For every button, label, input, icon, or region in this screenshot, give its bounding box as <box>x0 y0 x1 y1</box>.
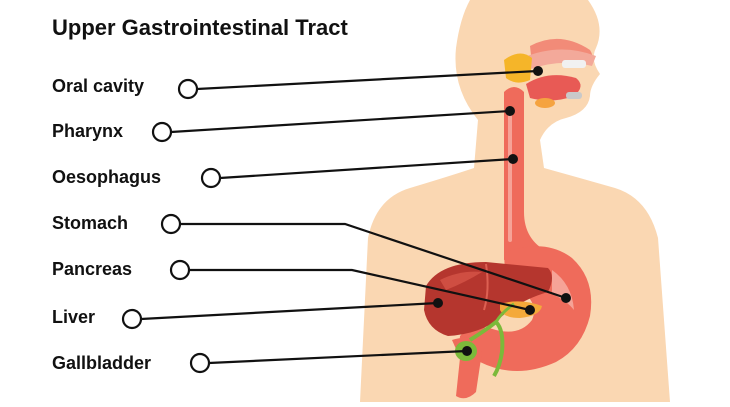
oesophagus-circle <box>200 167 222 189</box>
lower-teeth <box>566 92 582 99</box>
salivary-gland <box>504 53 532 83</box>
label-oesophagus: Oesophagus <box>52 167 162 187</box>
liver-circle <box>121 308 143 330</box>
organ-markers <box>433 66 571 356</box>
label-stomach: Stomach <box>52 213 129 233</box>
oral-cavity-marker <box>533 66 543 76</box>
label-gallbladder: Gallbladder <box>52 353 152 373</box>
diagram-title: Upper Gastrointestinal Tract <box>52 15 348 40</box>
oesophagus-marker <box>508 154 518 164</box>
pancreas-leader <box>189 268 531 312</box>
oral-cavity-circle <box>177 78 199 100</box>
oral-region <box>504 38 596 108</box>
pharynx-leader <box>170 109 511 134</box>
gallbladder-circle <box>189 352 211 374</box>
label-pharynx: Pharynx <box>52 121 124 141</box>
pancreas-marker <box>525 305 535 315</box>
oesophagus-tube <box>504 87 548 260</box>
oral-cavity-leader <box>196 69 539 91</box>
liver-marker <box>433 298 443 308</box>
label-oral-cavity: Oral cavity <box>52 76 145 96</box>
palate <box>522 49 596 70</box>
stomach-leader <box>180 222 567 300</box>
pancreas-circle <box>169 259 191 281</box>
pharynx-circle <box>151 121 173 143</box>
upper-teeth <box>562 60 586 68</box>
label-pancreas: Pancreas <box>52 259 133 279</box>
oesophagus-leader <box>219 157 514 180</box>
stomach-circle <box>160 213 182 235</box>
liver-lobe-line <box>483 263 489 311</box>
leader-lines <box>140 69 567 365</box>
liver-highlight <box>440 271 482 290</box>
label-liver: Liver <box>52 307 96 327</box>
stomach-marker <box>561 293 571 303</box>
gallbladder-marker <box>462 346 472 356</box>
pharynx-marker <box>505 106 515 116</box>
liver-leader <box>140 301 439 321</box>
sublingual-gland <box>535 98 555 108</box>
bile-duct <box>468 319 505 378</box>
label-circles <box>121 78 222 374</box>
oesophagus-highlight <box>508 112 512 242</box>
gallbladder-leader <box>208 349 468 365</box>
